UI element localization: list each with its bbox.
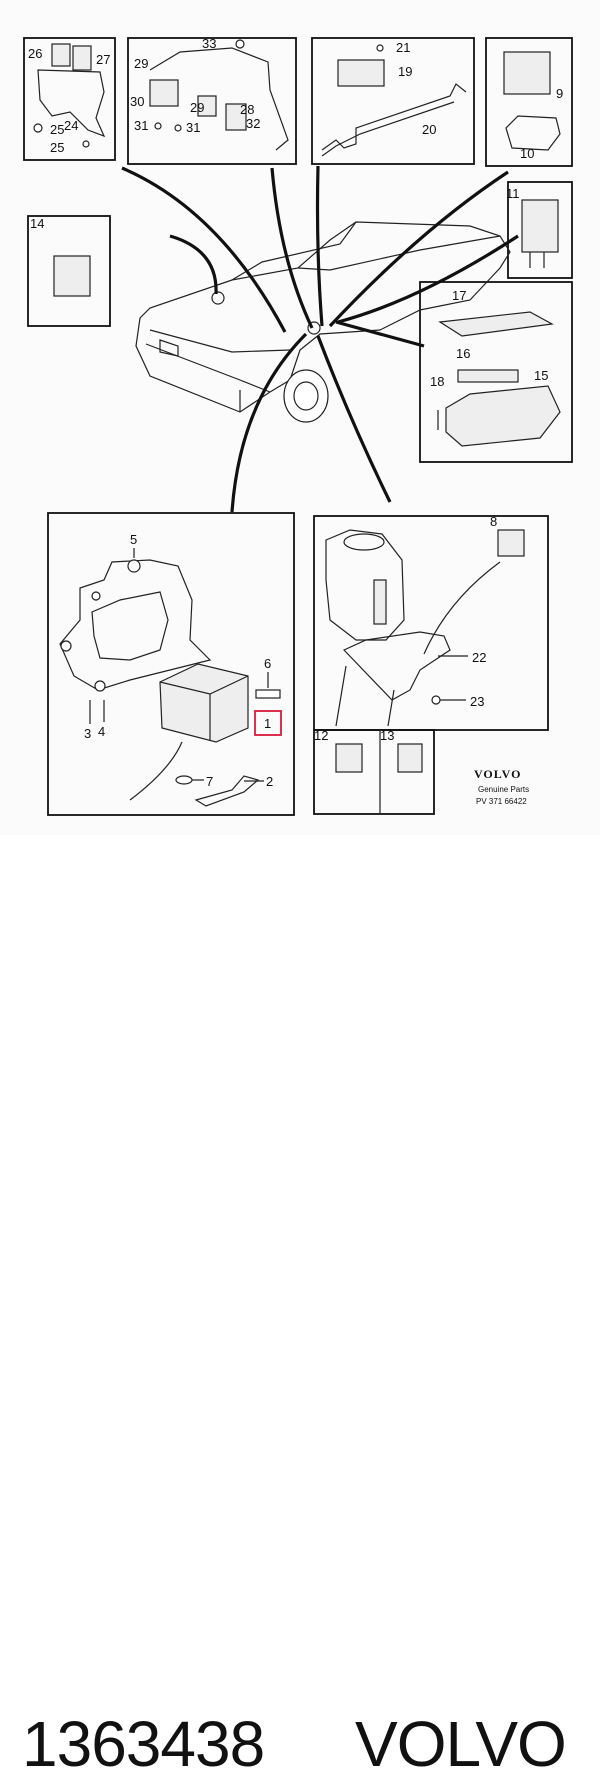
callout-16: 16 (456, 346, 470, 361)
callout-6: 6 (264, 656, 271, 671)
callout-19: 19 (398, 64, 412, 79)
callout-29: 29 (134, 56, 148, 71)
callout-20: 20 (422, 122, 436, 137)
inset-relay-11: 11 (506, 181, 573, 279)
inset-relay-19: 21 19 20 (311, 37, 475, 165)
leader-lines (121, 165, 519, 513)
footer: 1363438 VOLVO (0, 835, 600, 1780)
callout-1: 1 (264, 716, 271, 731)
callout-30: 30 (130, 94, 144, 109)
callout-31: 31 (134, 118, 148, 133)
genuine-parts-text: Genuine Parts (478, 785, 529, 794)
brand-name: VOLVO (355, 1708, 567, 1780)
callout-2: 2 (266, 774, 273, 789)
inset-relay-bracket-center: 33 29 30 29 28 31 31 32 (127, 36, 297, 165)
inset-relay-holder: 17 16 18 15 (419, 281, 573, 463)
inset-steering-relays: 8 22 23 (313, 514, 549, 731)
callout-3: 3 (84, 726, 91, 741)
callout-14: 14 (30, 216, 44, 231)
callout-4: 4 (98, 724, 105, 739)
callout-32: 32 (246, 116, 260, 131)
inset-main-relay: 5 6 1 3 4 7 2 (47, 512, 295, 816)
inset-relay-bracket-left: 26 27 24 25 25 (23, 37, 116, 161)
callout-24: 24 (64, 118, 78, 133)
callout-29: 29 (190, 100, 204, 115)
callout-26: 26 (28, 46, 42, 61)
callout-31: 31 (186, 120, 200, 135)
callout-23: 23 (470, 694, 484, 709)
callout-5: 5 (130, 532, 137, 547)
car-illustration (135, 221, 511, 423)
callout-33: 33 (202, 36, 216, 51)
callout-7: 7 (206, 774, 213, 789)
callout-25: 25 (50, 140, 64, 155)
callout-13: 13 (380, 728, 394, 743)
volvo-logo: VOLVO (474, 767, 521, 781)
callout-17: 17 (452, 288, 466, 303)
callout-28: 28 (240, 102, 254, 117)
callout-8: 8 (490, 514, 497, 529)
callout-15: 15 (534, 368, 548, 383)
callout-21: 21 (396, 40, 410, 55)
callout-11: 11 (506, 186, 520, 201)
callout-9: 9 (556, 86, 563, 101)
callout-18: 18 (430, 374, 444, 389)
callout-27: 27 (96, 52, 110, 67)
parts-diagram: 26 27 24 25 25 33 29 30 29 28 31 31 32 2… (0, 0, 600, 835)
genuine-parts-stamp: VOLVO Genuine Parts PV 371 66422 (474, 767, 529, 806)
callout-10: 10 (520, 146, 534, 161)
part-number: 1363438 (22, 1708, 265, 1780)
callout-22: 22 (472, 650, 486, 665)
inset-relay-14: 14 (27, 215, 111, 327)
highlight-box-part-1[interactable] (254, 710, 282, 736)
catalog-reference: PV 371 66422 (476, 797, 527, 806)
inset-relay-9: 9 10 (485, 37, 573, 167)
inset-relays-12-13: 12 13 (313, 728, 435, 815)
callout-25: 25 (50, 122, 64, 137)
callout-12: 12 (314, 728, 328, 743)
